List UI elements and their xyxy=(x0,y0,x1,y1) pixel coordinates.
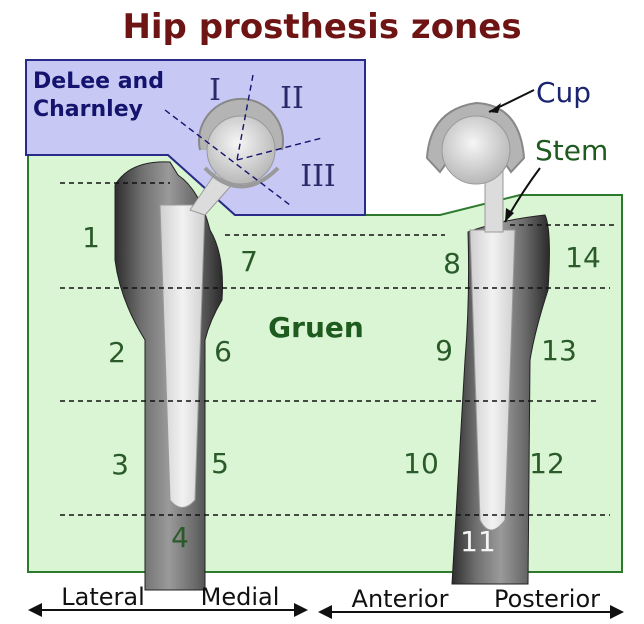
delee-label-line1: DeLee and xyxy=(33,69,164,94)
gruen-zone-1: 1 xyxy=(82,221,100,254)
gruen-zone-12: 12 xyxy=(529,447,565,480)
gruen-zone-8: 8 xyxy=(443,247,461,280)
anterior-label: Anterior xyxy=(352,585,449,613)
stem-callout: Stem xyxy=(535,134,608,167)
zone-I: I xyxy=(209,73,221,108)
diagram-title: Hip prosthesis zones xyxy=(122,7,521,47)
femoral-head xyxy=(442,116,510,184)
left-cup-head xyxy=(199,99,283,187)
right-cup-head xyxy=(427,103,524,184)
delee-label-line2: Charnley xyxy=(33,97,143,122)
gruen-zone-5: 5 xyxy=(211,447,229,480)
lateral-label: Lateral xyxy=(61,583,145,611)
medial-label: Medial xyxy=(201,583,280,611)
zone-II: II xyxy=(280,81,304,116)
gruen-zone-10: 10 xyxy=(403,447,439,480)
posterior-label: Posterior xyxy=(494,585,600,613)
zone-III: III xyxy=(300,159,336,194)
gruen-label: Gruen xyxy=(268,311,364,344)
gruen-zone-7: 7 xyxy=(240,245,258,278)
gruen-zone-13: 13 xyxy=(541,334,577,367)
gruen-zone-9: 9 xyxy=(435,334,453,367)
gruen-zone-11: 11 xyxy=(460,525,496,558)
cup-callout: Cup xyxy=(536,76,591,109)
gruen-zone-4: 4 xyxy=(171,521,189,554)
gruen-zone-3: 3 xyxy=(111,448,129,481)
gruen-zone-6: 6 xyxy=(214,335,232,368)
gruen-zone-2: 2 xyxy=(108,336,126,369)
gruen-zone-14: 14 xyxy=(565,241,601,274)
